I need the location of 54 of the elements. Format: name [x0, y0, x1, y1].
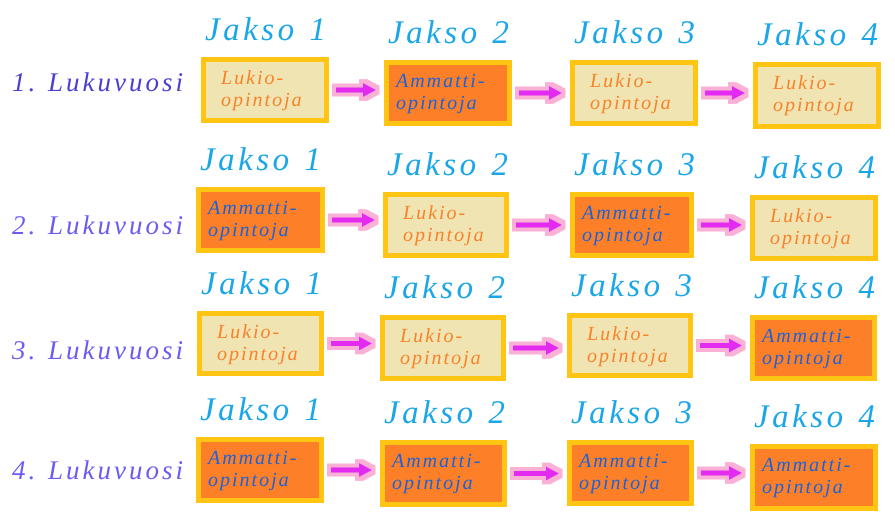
box-text: Lukio- opintoja: [400, 325, 484, 369]
period-heading: Jakso 3: [574, 148, 698, 182]
period-box: [383, 192, 509, 258]
year-label: 1. Lukuvuosi: [12, 66, 186, 98]
period-heading: Jakso 1: [200, 393, 324, 427]
period-heading: Jakso 4: [754, 400, 878, 434]
period-heading: Jakso 4: [754, 151, 878, 185]
period-box: [201, 57, 329, 123]
period-heading: Jakso 2: [388, 16, 512, 50]
period-heading: Jakso 3: [574, 16, 698, 50]
period-box: [196, 187, 325, 253]
period-heading: Jakso 1: [200, 143, 324, 177]
box-text: Ammatti- opintoja: [762, 454, 854, 498]
period-heading: Jakso 4: [754, 271, 878, 305]
period-heading: Jakso 2: [384, 396, 508, 430]
box-text: Ammatti- opintoja: [392, 450, 484, 494]
year-label: 2. Lukuvuosi: [12, 209, 186, 241]
period-box: [380, 440, 507, 507]
box-text: Lukio- opintoja: [770, 205, 854, 249]
box-text: Lukio- opintoja: [403, 202, 487, 246]
period-heading: Jakso 2: [387, 148, 512, 182]
box-text: Ammatti- opintoja: [396, 70, 488, 114]
box-text: Lukio- opintoja: [587, 323, 671, 367]
period-heading: Jakso 3: [571, 396, 696, 430]
box-text: Lukio- opintoja: [217, 321, 301, 365]
period-box: [750, 195, 878, 261]
arrow: [336, 83, 376, 97]
period-box: [750, 444, 878, 511]
period-heading: Jakso 4: [757, 18, 882, 52]
arrow: [705, 86, 745, 100]
period-box: [753, 62, 881, 129]
period-box: [196, 437, 324, 503]
box-text: Ammatti- opintoja: [579, 450, 670, 494]
box-text: Lukio- opintoja: [590, 70, 674, 114]
period-box: [380, 315, 506, 381]
period-heading: Jakso 3: [571, 269, 696, 303]
box-text: Ammatti- opintoja: [208, 447, 300, 491]
period-box: [750, 315, 877, 381]
period-heading: Jakso 1: [205, 13, 330, 47]
period-box: [197, 311, 324, 376]
box-text: Ammatti- opintoja: [762, 325, 854, 369]
box-text: Ammatti- opintoja: [582, 202, 674, 246]
period-box: [570, 60, 698, 126]
period-box: [570, 192, 694, 258]
year-label: 3. Lukuvuosi: [12, 334, 186, 366]
period-box: [567, 313, 693, 378]
year-label: 4. Lukuvuosi: [12, 454, 186, 486]
box-text: Lukio- opintoja: [773, 72, 857, 116]
period-box: [384, 60, 512, 126]
period-heading: Jakso 1: [201, 267, 326, 301]
period-box: [567, 440, 694, 506]
box-text: Ammatti- opintoja: [208, 197, 300, 241]
box-text: Lukio- opintoja: [221, 67, 305, 111]
period-heading: Jakso 2: [384, 271, 508, 305]
